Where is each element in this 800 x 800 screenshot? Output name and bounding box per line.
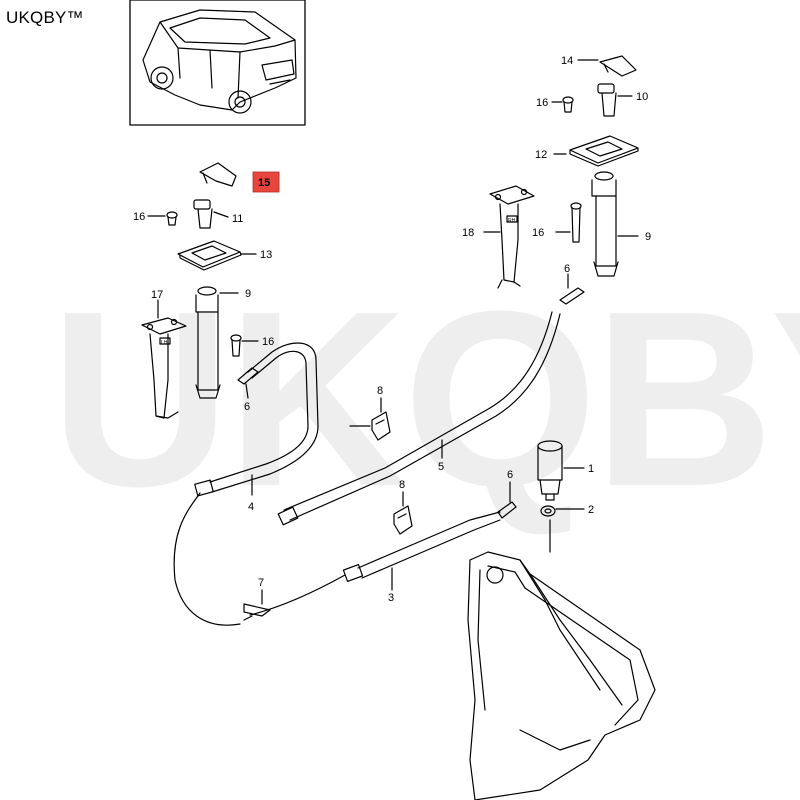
part-2-grommet [540,505,585,517]
callout-10: 10 [636,91,648,103]
part-6-connector-right [559,273,585,305]
hose-5 [277,311,561,526]
callout-14: 14 [561,55,573,67]
part-1-washer-pump [537,440,585,501]
callout-16-right-top: 16 [536,97,548,109]
callout-16-left-mid: 16 [262,336,274,348]
callout-13: 13 [260,249,272,261]
part-10-nozzle-head [597,83,633,117]
callout-3: 3 [388,592,394,604]
part-9-washer-jet-rh [591,171,639,277]
highlight-box-15 [252,171,280,193]
callout-5: 5 [438,461,444,473]
part-16-screw-left-mid [230,334,259,357]
part-6-connector-lower [497,481,517,519]
callout-8-lower: 8 [399,479,405,491]
part-8-clip-lower [393,491,413,535]
callout-18: 18 [462,227,474,239]
callout-15: 15 [258,177,270,189]
part-7-connector [243,589,271,621]
callout-9-left: 9 [245,288,251,300]
part-8-clip-upper [349,397,391,441]
part-16-screw-right-mid [555,202,582,243]
part-16-screw-right-top [551,96,574,113]
part-18-nozzle-holder-rh [483,185,535,289]
part-14-cap-right [577,55,637,77]
callout-7: 7 [258,577,264,589]
part-16-screw-left-top [147,211,178,226]
nozzle-tag-lh: LH [161,340,168,346]
part-15-cap [199,162,237,187]
callout-4: 4 [248,501,254,513]
callout-6-lower: 6 [507,469,513,481]
callout-1: 1 [588,463,594,475]
part-11-nozzle-head [193,199,229,229]
callout-6-left: 6 [244,401,250,413]
part-9-washer-jet-lh [195,286,239,399]
hose-4 [173,342,319,626]
callout-9-right: 9 [645,231,651,243]
callout-17: 17 [151,289,163,301]
washer-reservoir [467,519,656,800]
callout-16-left-top: 16 [133,211,145,223]
nozzle-tag-rh: RH [508,218,516,224]
part-17-nozzle-holder-lh [141,299,187,419]
callout-2: 2 [588,504,594,516]
callout-16-right-mid: 16 [532,227,544,239]
part-12-gasket-right [553,135,639,167]
vehicle-thumbnail [129,0,306,126]
callout-6-right: 6 [564,263,570,275]
part-13-gasket [177,240,257,271]
callout-12: 12 [535,149,547,161]
callout-8-upper: 8 [377,385,383,397]
hose-3 [249,511,501,616]
brand-logo-text: UKQBY™ [6,8,84,27]
part-6-connector-left [237,367,259,399]
callout-11: 11 [232,213,243,225]
